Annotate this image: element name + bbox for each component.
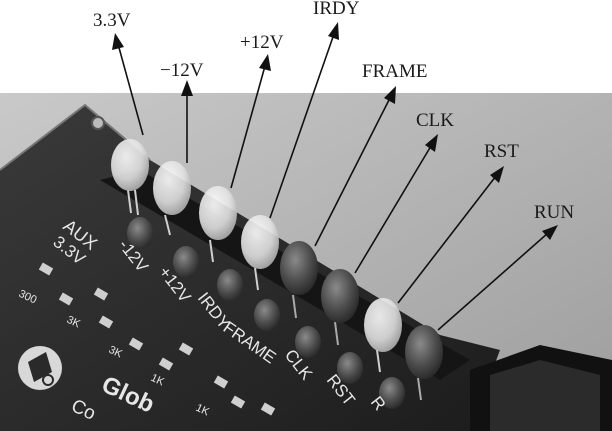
led-irdy bbox=[241, 215, 279, 291]
led-lower-1 bbox=[127, 217, 153, 249]
led-neg12v bbox=[153, 161, 191, 236]
label-pos12v: +12V bbox=[240, 32, 284, 53]
led-clk bbox=[321, 269, 359, 346]
arrow-frame-head bbox=[384, 86, 396, 104]
led-pos12v bbox=[199, 186, 237, 263]
arrow-irdy-head bbox=[328, 22, 339, 40]
led-lower-7 bbox=[379, 377, 405, 409]
label-run: RUN bbox=[534, 202, 574, 223]
silk-3k-b: 3K bbox=[107, 344, 125, 361]
led-lower-6 bbox=[337, 352, 363, 384]
label-3v3: 3.3V bbox=[93, 10, 131, 31]
callout-arrows bbox=[112, 22, 558, 331]
led-run bbox=[405, 325, 443, 401]
arrow-rst bbox=[397, 175, 497, 304]
arrow-irdy bbox=[269, 33, 335, 219]
callout-labels: 3.3V −12V +12V IRDY FRAME CLK RST RUN bbox=[93, 0, 574, 223]
led-lower-2 bbox=[173, 246, 199, 278]
led-frame bbox=[280, 241, 318, 319]
smd-components bbox=[38, 262, 276, 416]
led-array bbox=[111, 139, 443, 409]
arrow-clk-head bbox=[425, 134, 438, 152]
arrow-clk bbox=[354, 145, 432, 274]
led-lower-4 bbox=[254, 299, 280, 331]
label-clk: CLK bbox=[416, 110, 454, 131]
arrow-frame bbox=[314, 97, 391, 247]
arrow-neg12v-head bbox=[181, 80, 193, 96]
label-irdy: IRDY bbox=[313, 0, 360, 19]
silk-1k-a: 1K bbox=[149, 372, 167, 389]
silk-3k-a: 3K bbox=[65, 314, 83, 331]
label-frame: FRAME bbox=[362, 61, 427, 82]
arrow-pos12v bbox=[230, 65, 266, 189]
silk-1k-b: 1K bbox=[194, 402, 212, 419]
arrow-pos12v-head bbox=[259, 54, 271, 71]
arrow-rst-head bbox=[490, 166, 504, 183]
led-3v3 bbox=[111, 139, 149, 216]
led-rst bbox=[364, 298, 402, 373]
label-neg12v: −12V bbox=[160, 60, 204, 81]
label-rst: RST bbox=[484, 141, 519, 162]
mounting-hole bbox=[91, 116, 105, 130]
arrow-3v3 bbox=[117, 43, 144, 136]
arrow-3v3-head bbox=[112, 33, 124, 50]
led-lower-3 bbox=[217, 269, 243, 301]
arrow-run bbox=[437, 232, 549, 331]
display-module-window bbox=[490, 360, 600, 431]
led-lower-5 bbox=[295, 326, 321, 358]
brand-logo bbox=[18, 346, 62, 390]
arrow-run-head bbox=[542, 225, 558, 240]
